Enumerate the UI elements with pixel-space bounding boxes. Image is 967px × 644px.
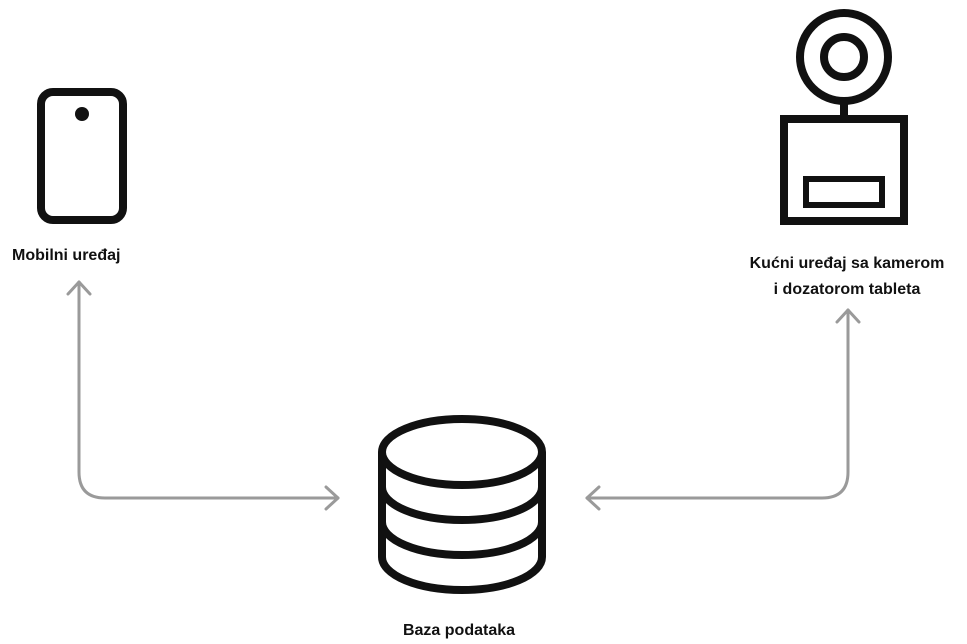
- home-device-label-line1: Kućni uređaj sa kamerom: [749, 255, 945, 272]
- home-device-label-line2: i dozatorom tableta: [773, 281, 921, 298]
- arrowhead-left-icon: [585, 485, 601, 511]
- database-icon: [378, 415, 546, 594]
- arrowhead-up-icon: [835, 308, 861, 324]
- mobile-device-label: Mobilni uređaj: [12, 247, 121, 264]
- home-device-label: Kućni uređaj sa kamerom i dozatorom tabl…: [727, 251, 967, 303]
- smartphone-icon: [37, 88, 127, 224]
- arrowhead-up-icon: [66, 280, 92, 296]
- database-label: Baza podataka: [402, 622, 516, 639]
- arrowhead-right-icon: [324, 485, 340, 511]
- connector-mobile-database: [66, 280, 340, 511]
- connector-home-database: [585, 308, 861, 511]
- camera-dispenser-icon: [780, 9, 908, 225]
